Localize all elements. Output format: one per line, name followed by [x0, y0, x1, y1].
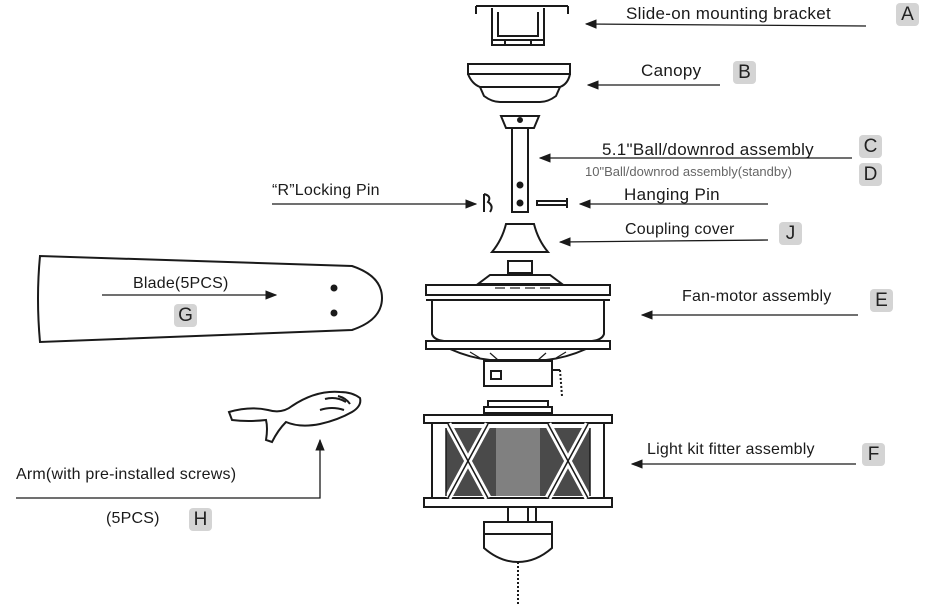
label-light-kit: Light kit fitter assembly — [647, 441, 815, 458]
blade-arm — [227, 390, 362, 444]
label-mounting-bracket: Slide-on mounting bracket — [626, 4, 832, 23]
leader-lines — [16, 19, 867, 499]
label-fan-motor: Fan-motor assembly — [682, 288, 832, 305]
label-downrod-c: 5.1"Ball/downrod assembly — [602, 140, 814, 159]
coupling-cover — [489, 223, 551, 253]
badge-f: F — [862, 443, 885, 466]
fan-motor-grille — [469, 287, 567, 361]
label-locking-pin: “R”Locking Pin — [272, 182, 380, 199]
canopy — [467, 63, 571, 103]
badge-b: B — [733, 61, 756, 84]
label-coupling-cover: Coupling cover — [625, 221, 735, 238]
badge-g: G — [174, 304, 197, 327]
badge-d: D — [859, 163, 882, 186]
r-locking-pin — [483, 193, 493, 213]
label-arm: Arm(with pre-installed screws) — [16, 466, 237, 483]
mounting-bracket — [475, 5, 569, 46]
downrod-assembly — [499, 115, 541, 213]
bottom-cap — [483, 507, 553, 605]
light-kit-fitter — [423, 400, 613, 508]
badge-c: C — [859, 135, 882, 158]
label-canopy: Canopy — [641, 61, 702, 80]
fan-motor — [425, 260, 611, 361]
badge-j: J — [779, 222, 802, 245]
badge-h: H — [189, 508, 212, 531]
hanging-pin — [536, 198, 568, 208]
switch-housing — [483, 360, 563, 397]
label-downrod-d: 10"Ball/downrod assembly(standby) — [585, 164, 792, 179]
badge-a: A — [896, 3, 919, 26]
badge-e: E — [870, 289, 893, 312]
label-arm-qty: (5PCS) — [106, 510, 160, 527]
label-blade: Blade(5PCS) — [133, 275, 229, 292]
blade — [37, 254, 384, 344]
light-kit-cage-outline — [445, 423, 591, 499]
label-hanging-pin: Hanging Pin — [624, 185, 720, 204]
